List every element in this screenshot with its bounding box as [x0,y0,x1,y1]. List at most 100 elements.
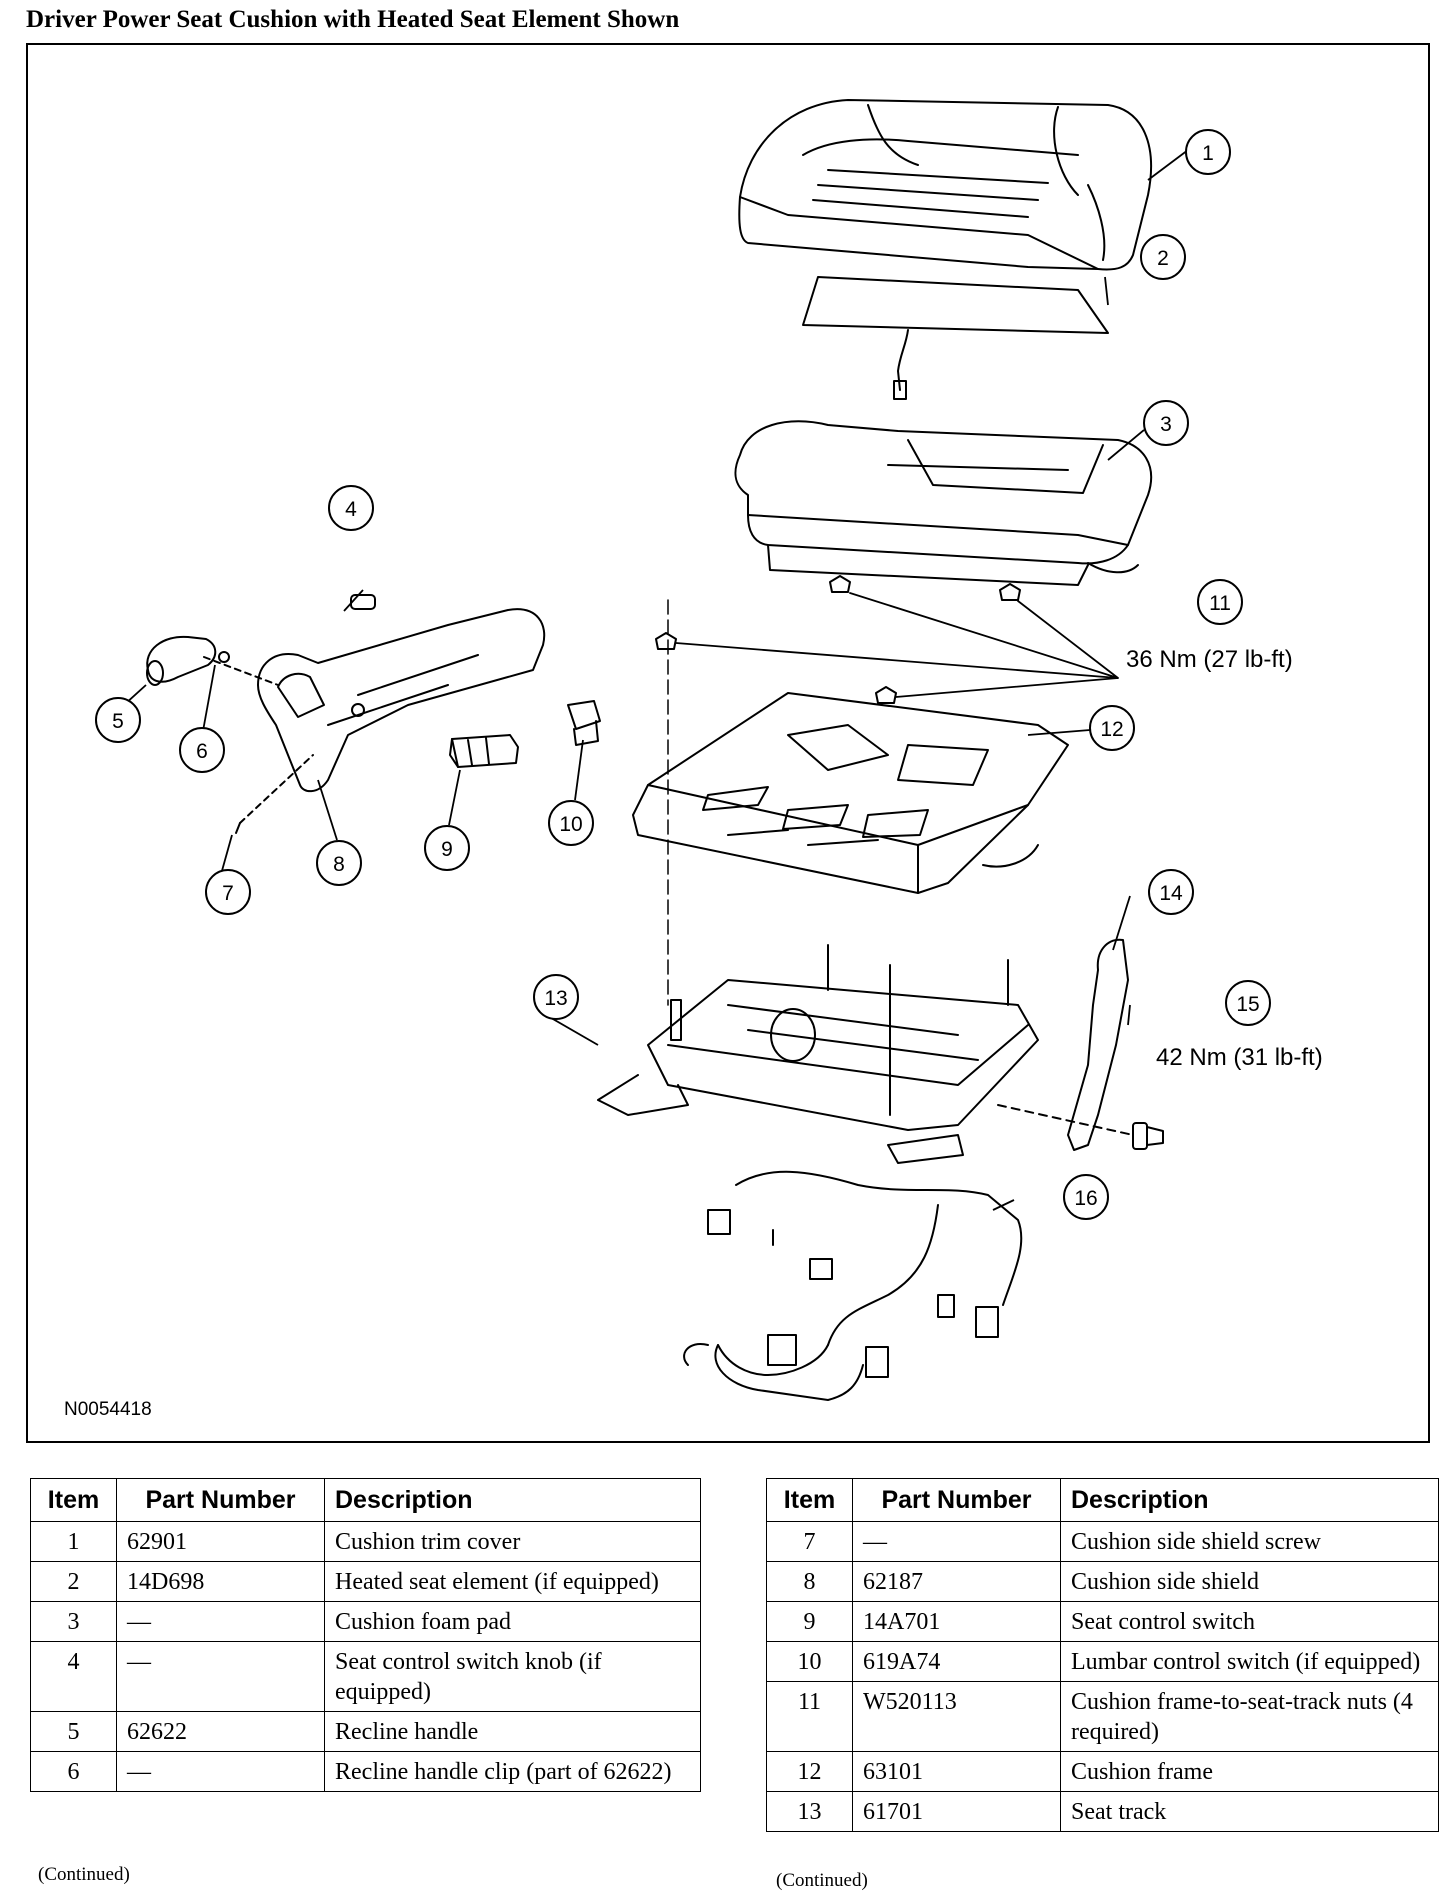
recliner-bracket-part [1067,938,1129,1151]
header-part-number: Part Number [852,1478,1061,1522]
heated-seat-element-part [802,276,1109,400]
callout-6: 6 [179,727,225,773]
wiring-harness-part [683,1170,1023,1401]
callout-9: 9 [424,825,470,871]
svg-text:15: 15 [1236,993,1259,1016]
cell-part-number: W520113 [852,1681,1061,1752]
cell-description: Cushion frame-to-seat-track nuts (4 requ… [1060,1681,1439,1752]
callout-11: 11 [1197,579,1243,625]
parts-table-right: Item Part Number Description 7—Cushion s… [766,1478,1439,1832]
svg-text:12: 12 [1100,718,1123,741]
svg-text:7: 7 [222,882,234,905]
callout-2: 2 [1140,234,1186,280]
cell-part-number: — [116,1641,325,1712]
lumbar-control-switch-part [567,700,601,746]
callout-15: 15 [1225,980,1271,1026]
svg-text:6: 6 [196,740,208,763]
cell-item: 8 [766,1561,853,1602]
cell-part-number: 63101 [852,1751,1061,1792]
continued-note-left: (Continued) [38,1864,130,1885]
cell-description: Cushion side shield [1060,1561,1439,1602]
cell-part-number: 14A701 [852,1601,1061,1642]
header-description: Description [324,1478,701,1522]
cell-item: 9 [766,1601,853,1642]
header-item: Item [766,1478,853,1522]
callout-4: 4 [328,485,374,531]
svg-text:5: 5 [112,710,124,733]
torque-label-11: 36 Nm (27 lb-ft) [1126,646,1293,673]
torque-label-15: 42 Nm (31 lb-ft) [1156,1044,1323,1071]
cell-part-number: 62187 [852,1561,1061,1602]
callout-8: 8 [316,840,362,886]
page-title: Driver Power Seat Cushion with Heated Se… [26,6,680,33]
callout-5: 5 [95,697,141,743]
cell-item: 5 [30,1711,117,1752]
seat-control-switch-knob-part [350,594,376,610]
svg-text:2: 2 [1157,247,1169,270]
cell-item: 2 [30,1561,117,1602]
callout-16: 16 [1063,1174,1109,1220]
cell-part-number: — [852,1521,1061,1562]
cell-part-number: 62901 [116,1521,325,1562]
cell-item: 11 [766,1681,853,1752]
header-part-number: Part Number [116,1478,325,1522]
cell-item: 1 [30,1521,117,1562]
diagram-drawing: 1 2 3 4 5 6 7 8 9 10 11 12 13 14 15 16 3… [95,99,1323,1401]
cell-description: Cushion side shield screw [1060,1521,1439,1562]
cell-description: Heated seat element (if equipped) [324,1561,701,1602]
cell-item: 4 [30,1641,117,1712]
table-header-row: Item Part Number Description [766,1478,1439,1522]
seat-control-switch-part [449,734,519,768]
svg-text:8: 8 [333,853,345,876]
header-description: Description [1060,1478,1439,1522]
cell-part-number: 61701 [852,1791,1061,1832]
svg-text:3: 3 [1160,413,1172,436]
cell-part-number: 619A74 [852,1641,1061,1682]
cell-part-number: 62622 [116,1711,325,1752]
cell-description: Cushion foam pad [324,1601,701,1642]
svg-text:16: 16 [1074,1187,1097,1210]
table-row: 7—Cushion side shield screw [766,1521,1439,1562]
callout-14: 14 [1148,869,1194,915]
cell-part-number: — [116,1601,325,1642]
cell-item: 7 [766,1521,853,1562]
svg-text:10: 10 [559,813,582,836]
seat-track-part [597,944,1039,1164]
table-row: 6—Recline handle clip (part of 62622) [30,1751,701,1792]
table-row: 3—Cushion foam pad [30,1601,701,1642]
cell-item: 13 [766,1791,853,1832]
svg-text:11: 11 [1209,592,1231,615]
svg-text:9: 9 [441,838,453,861]
recliner-bolt-part [1132,1122,1164,1150]
table-row: 4—Seat control switch knob (if equipped) [30,1641,701,1712]
cell-description: Recline handle clip (part of 62622) [324,1751,701,1792]
header-item: Item [30,1478,117,1522]
callout-13: 13 [533,974,579,1020]
svg-text:4: 4 [345,498,357,521]
side-shield-screw-part [235,822,241,834]
cushion-trim-cover-part [738,99,1152,271]
cell-item: 3 [30,1601,117,1642]
cell-item: 10 [766,1641,853,1682]
cell-part-number: 14D698 [116,1561,325,1602]
callout-group: 1 2 3 4 5 6 7 8 9 10 11 12 13 14 15 16 [95,129,1271,1220]
callout-10: 10 [548,800,594,846]
recline-handle-clip-part [218,651,230,663]
cell-description: Lumbar control switch (if equipped) [1060,1641,1439,1682]
callout-7: 7 [205,869,251,915]
cell-item: 6 [30,1751,117,1792]
svg-text:14: 14 [1159,882,1183,905]
cell-item: 12 [766,1751,853,1792]
cell-description: Seat control switch [1060,1601,1439,1642]
cell-description: Cushion frame [1060,1751,1439,1792]
cell-description: Seat track [1060,1791,1439,1832]
